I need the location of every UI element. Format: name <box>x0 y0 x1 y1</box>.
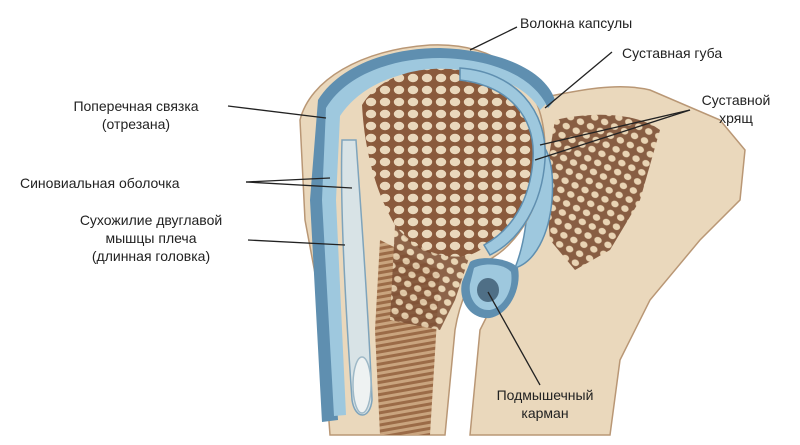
label-axillary-pocket: Подмышечный карман <box>496 387 594 421</box>
synovial-band <box>322 58 546 416</box>
label-biceps-tendon: Сухожилие двуглавой мышцы плеча (длинная… <box>79 212 223 264</box>
biceps-tendon <box>340 139 373 416</box>
label-transverse-ligament: Поперечная связка (отрезана) <box>73 98 199 132</box>
label-cartilage: Суставной хрящ <box>701 92 771 126</box>
tendon-end <box>352 356 372 414</box>
label-labrum: Суставная губа <box>622 45 723 61</box>
label-capsule-fibers: Волокна капсулы <box>520 15 633 31</box>
label-synovial-membrane: Синовиальная оболочка <box>20 175 180 191</box>
shaft-spongy <box>390 225 470 330</box>
humeral-head-spongy <box>362 68 536 257</box>
leader-lines <box>227 26 691 386</box>
articular-cartilage <box>459 67 546 256</box>
glenoid-spongy <box>545 114 660 270</box>
